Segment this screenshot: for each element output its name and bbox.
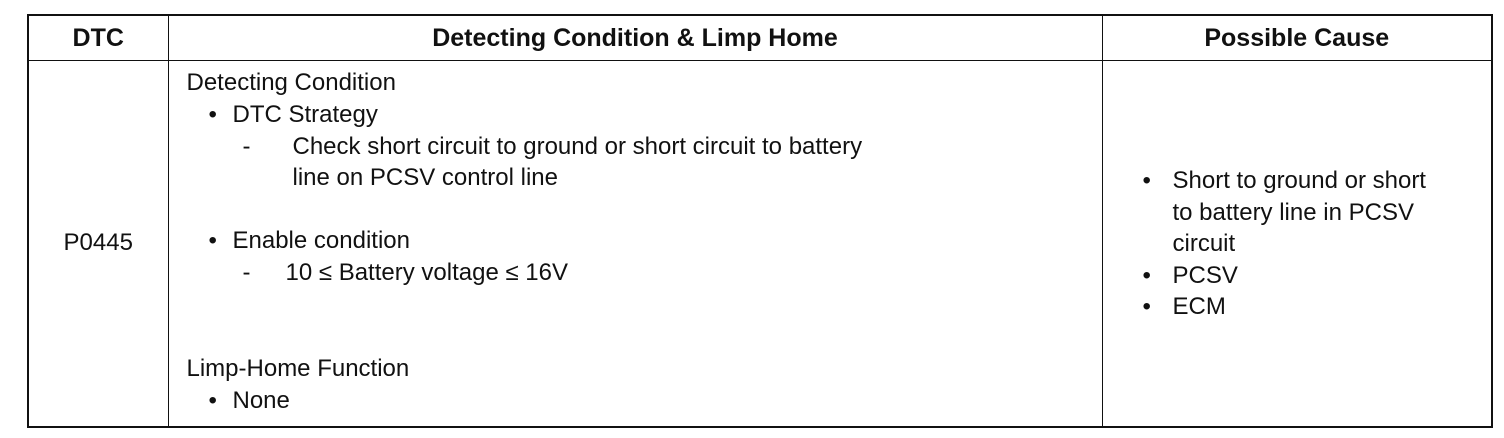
detecting-condition-title: Detecting Condition (186, 69, 396, 96)
bullet-icon: • (208, 101, 217, 128)
header-row: DTC Detecting Condition & Limp Home Poss… (27, 14, 1493, 61)
dtc-code: P0445 (63, 229, 133, 257)
enable-condition-item: • Enable condition (209, 227, 410, 255)
limp-home-title: Limp-Home Function (186, 355, 410, 382)
cause-text: PCSV (1172, 261, 1238, 289)
list-item: • PCSV (1139, 260, 1433, 292)
list-item: • Short to ground or short to battery li… (1139, 165, 1433, 260)
header-dtc: DTC (27, 14, 169, 61)
cause-cell: • Short to ground or short to battery li… (1101, 60, 1493, 427)
enable-condition-detail: 10 ≤ Battery voltage ≤ 16V (285, 259, 569, 286)
dash-icon: - (242, 259, 251, 286)
limp-home-value: None (232, 387, 290, 414)
bullet-icon: • (1142, 167, 1151, 194)
enable-condition-label: Enable condition (232, 227, 410, 254)
table-row: P0445 Detecting Condition • DTC Strategy … (27, 60, 1493, 427)
dtc-strategy-item: • DTC Strategy (209, 101, 378, 129)
bullet-icon: • (208, 227, 217, 254)
dtc-strategy-label: DTC Strategy (232, 101, 378, 128)
dtc-strategy-line2: line on PCSV control line (292, 164, 558, 191)
dash-icon: - (242, 133, 251, 160)
enable-condition-detail-item: - 10 ≤ Battery voltage ≤ 16V (243, 259, 569, 287)
dtc-strategy-line1: Check short circuit to ground or short c… (292, 133, 863, 160)
condition-cell: Detecting Condition • DTC Strategy - Check… (167, 60, 1103, 427)
cause-text: ECM (1172, 293, 1226, 320)
cause-text: Short to ground or short to battery line… (1172, 167, 1426, 257)
dtc-table: DTC Detecting Condition & Limp Home Poss… (27, 14, 1493, 428)
bullet-icon: • (1142, 293, 1151, 320)
possible-cause-list: • Short to ground or short to battery li… (1139, 165, 1433, 323)
list-item: • ECM (1139, 291, 1433, 323)
header-condition: Detecting Condition & Limp Home (167, 14, 1103, 61)
bullet-icon: • (208, 387, 217, 414)
limp-home-item: • None (209, 387, 290, 415)
header-cause: Possible Cause (1101, 14, 1493, 61)
dtc-code-cell: P0445 (27, 60, 169, 427)
bullet-icon: • (1142, 261, 1151, 289)
dtc-strategy-detail: - Check short circuit to ground or short … (243, 133, 863, 161)
